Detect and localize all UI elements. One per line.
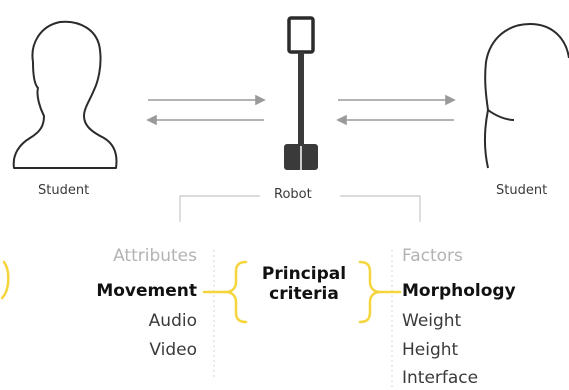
principal-criteria-line1: Principal: [261, 264, 347, 284]
factor-item: Height: [402, 340, 459, 360]
list-dividers: [213, 250, 393, 390]
robot-label: Robot: [274, 187, 312, 202]
factor-item: Weight: [402, 311, 462, 331]
attribute-item: Video: [149, 340, 197, 360]
student-left-icon: [12, 20, 118, 169]
principal-criteria-line2: criteria: [269, 283, 339, 304]
attributes-title: Attributes: [113, 246, 197, 266]
principal-criteria: Principal criteria: [252, 264, 356, 304]
student-left-label: Student: [38, 183, 90, 198]
attribute-item: Audio: [148, 311, 197, 331]
factors-highlight: Morphology: [402, 281, 516, 301]
arrows-right: [336, 94, 456, 126]
student-right-icon: [484, 23, 569, 169]
factor-item: Interface: [402, 368, 479, 388]
student-right-label: Student: [496, 183, 548, 198]
edge-accent: [0, 260, 10, 300]
factors-title: Factors: [402, 246, 463, 266]
attributes-highlight: Movement: [96, 281, 197, 301]
robot-icon: [284, 16, 318, 170]
robot-connector: [179, 195, 421, 222]
arrows-left: [146, 94, 266, 126]
criteria-braces: [202, 260, 402, 324]
